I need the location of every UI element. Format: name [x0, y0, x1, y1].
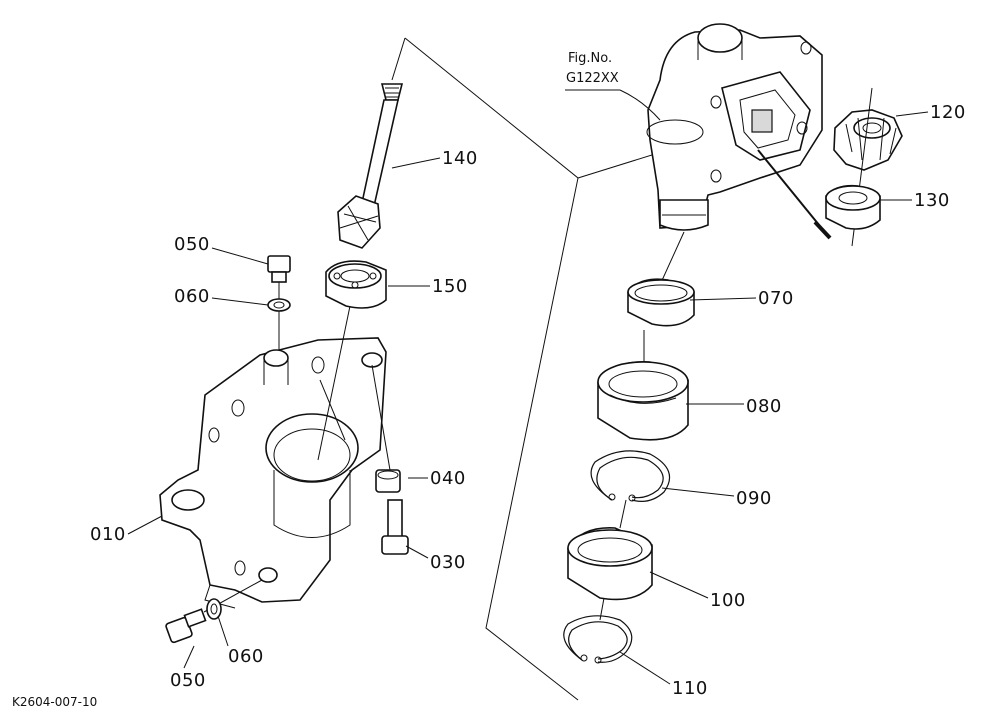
shaft-140 — [337, 83, 404, 249]
callout-130: 130 — [914, 190, 950, 211]
callout-030: 030 — [430, 552, 466, 573]
bearing-150 — [317, 260, 387, 461]
bevel-housing — [643, 23, 832, 321]
collar-070 — [627, 278, 695, 327]
callout-040: 040 — [430, 468, 466, 489]
callout-060-bottom: 060 — [228, 646, 264, 667]
callout-090: 090 — [736, 488, 772, 509]
callout-070: 070 — [758, 288, 794, 309]
callout-050-bottom: 050 — [170, 670, 206, 691]
bolt-050-top — [267, 255, 291, 350]
callout-100: 100 — [710, 590, 746, 611]
callout-140: 140 — [442, 148, 478, 169]
bearing-080 — [597, 330, 689, 441]
washer-060-bottom — [206, 598, 222, 620]
bearing-130 — [825, 184, 881, 230]
callout-labels: 010 030 040 050 050 060 060 070 080 090 … — [90, 102, 966, 699]
snap-ring-090 — [590, 450, 671, 502]
callout-150: 150 — [432, 276, 468, 297]
snap-ring-110 — [563, 597, 633, 664]
nut-040 — [375, 469, 401, 493]
washer-060-top — [267, 298, 291, 312]
figure-number: G122XX — [566, 71, 619, 86]
bolt-050-bottom — [165, 579, 263, 644]
figure-number-block: Fig.No. G122XX — [566, 51, 619, 86]
callout-120: 120 — [930, 102, 966, 123]
leader-lines — [127, 89, 929, 685]
gear-case-010 — [159, 337, 387, 609]
callout-050-top: 050 — [174, 234, 210, 255]
figure-label: Fig.No. — [568, 51, 612, 66]
bolt-030 — [371, 364, 409, 555]
callout-080: 080 — [746, 396, 782, 417]
drawing-code: K2604-007-10 — [12, 695, 97, 709]
callout-010: 010 — [90, 524, 126, 545]
callout-110: 110 — [672, 678, 708, 699]
callout-060-top: 060 — [174, 286, 210, 307]
bearing-100 — [567, 499, 653, 601]
